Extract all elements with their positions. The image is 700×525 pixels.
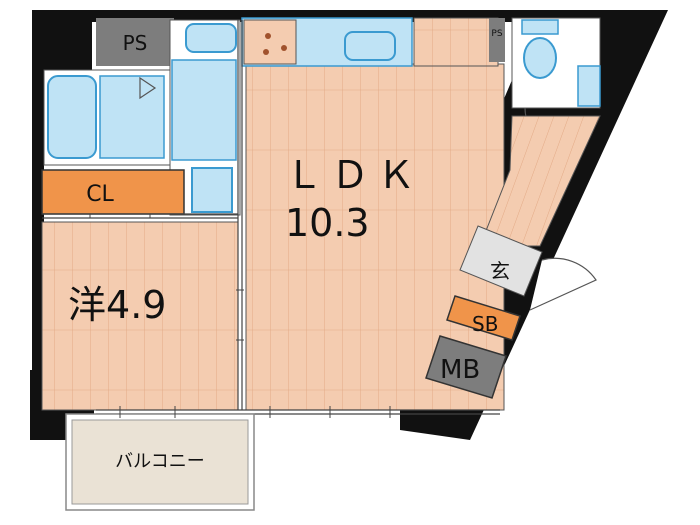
toilet-sink-icon <box>577 65 601 107</box>
bathroom <box>43 69 171 166</box>
washbasin-icon <box>185 23 237 53</box>
toilet-room <box>511 17 601 147</box>
window-marks <box>89 214 391 418</box>
kitchen-sink-icon <box>344 31 396 61</box>
western-room-size: 4.9 <box>106 283 166 327</box>
toilet-tank-icon <box>521 19 559 35</box>
shoe-box-label: SB <box>472 312 498 336</box>
washing-machine-icon <box>191 167 233 213</box>
closet: CL <box>41 169 185 215</box>
closet-label: CL <box>86 182 114 207</box>
bathtub-icon <box>47 75 97 159</box>
pipe-shaft-small: PS <box>489 18 505 62</box>
dressing-area-icon <box>171 59 237 161</box>
shoe-box: SB <box>446 295 521 341</box>
pipe-shaft-main-label: PS <box>123 31 148 55</box>
svg-text:PS: PS <box>491 29 502 39</box>
faucet-icon <box>139 76 157 100</box>
entrance-label: 玄 <box>490 259 510 283</box>
entrance: 玄 <box>459 225 597 311</box>
balcony-label: バルコニー <box>115 451 205 472</box>
entrance-door-swing <box>529 257 597 311</box>
toilet-bowl-icon <box>523 37 557 79</box>
svg-text:洋4.9: 洋4.9 <box>68 283 166 327</box>
western-room-name: 洋 <box>68 283 106 327</box>
stove-icon <box>243 19 297 65</box>
meter-box: MB <box>425 335 507 399</box>
meter-box-label: MB <box>440 355 480 385</box>
ldk-room-size: 10.3 <box>285 201 370 245</box>
balcony: バルコニー <box>65 413 255 511</box>
pipe-shaft-main: PS <box>96 18 174 66</box>
ldk-room-name: ＬＤＫ <box>285 153 423 197</box>
western-room: 洋4.9 <box>41 221 239 411</box>
